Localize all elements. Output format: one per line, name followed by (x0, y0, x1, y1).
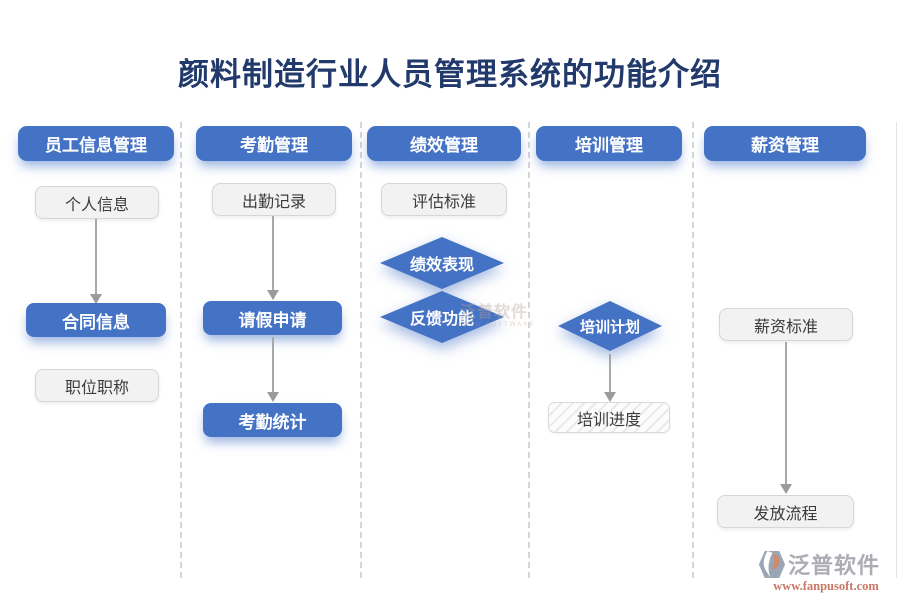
column-divider (360, 122, 362, 578)
node-personal-info: 个人信息 (35, 186, 159, 219)
node-training-plan-diamond: 培训计划 (558, 301, 662, 351)
arrow-standard-to-process (785, 342, 787, 485)
arrow-record-to-leave (272, 216, 274, 291)
column-divider (528, 122, 530, 578)
arrow-leave-to-stats (272, 337, 274, 393)
node-performance-diamond: 绩效表现 (380, 237, 504, 289)
brand-url: www.fanpusoft.com (773, 579, 879, 593)
column-header-attendance: 考勤管理 (196, 126, 352, 161)
column-divider (180, 122, 182, 578)
node-payment-process: 发放流程 (717, 495, 854, 528)
brand-name: 泛普软件 (788, 554, 881, 579)
node-contract-info: 合同信息 (26, 303, 166, 337)
node-performance: 绩效表现 (380, 237, 504, 289)
arrow-personal-to-contract (95, 219, 97, 295)
node-evaluation-standard: 评估标准 (381, 183, 507, 216)
node-training-plan: 培训计划 (558, 301, 662, 351)
column-header-training: 培训管理 (536, 126, 682, 161)
page-title: 颜料制造行业人员管理系统的功能介绍 (178, 57, 722, 93)
brand-logo: 泛普软件 www.fanpusoft.com (757, 548, 895, 594)
node-feedback: 反馈功能 (380, 291, 504, 343)
column-divider (896, 122, 897, 578)
column-header-performance: 绩效管理 (367, 126, 521, 161)
fanpu-logo-icon (757, 550, 786, 579)
node-training-progress: 培训进度 (548, 402, 670, 433)
node-attendance-record: 出勤记录 (212, 183, 336, 216)
node-feedback-diamond: 反馈功能 (380, 291, 504, 343)
node-salary-standard: 薪资标准 (719, 308, 853, 341)
column-header-employee-info: 员工信息管理 (18, 126, 174, 161)
column-divider (692, 122, 694, 578)
node-attendance-stats: 考勤统计 (203, 403, 342, 437)
column-header-salary: 薪资管理 (704, 126, 866, 161)
node-leave-request: 请假申请 (203, 301, 342, 335)
node-position-title: 职位职称 (35, 369, 159, 402)
arrow-plan-to-progress (609, 354, 611, 393)
